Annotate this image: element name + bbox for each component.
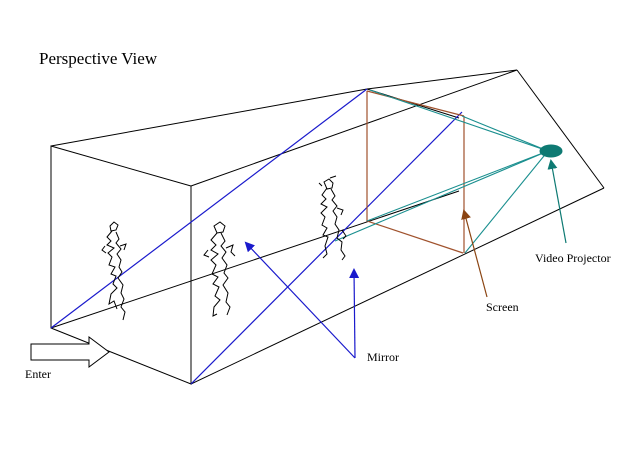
walking-person-figure xyxy=(203,221,236,317)
mirror-label: Mirror xyxy=(367,350,399,364)
video-projector-icon xyxy=(539,144,563,158)
enter-arrow-icon xyxy=(30,336,110,368)
box-top-back-edge xyxy=(50,88,368,147)
enter-label: Enter xyxy=(25,367,51,381)
projector-beams xyxy=(334,89,549,254)
mirror-lines xyxy=(50,88,463,385)
box-back-top-edge xyxy=(366,69,518,90)
box-top-front-edge xyxy=(190,69,518,187)
screen-callout-arrow xyxy=(461,209,488,298)
walking-person-figure xyxy=(101,221,127,321)
walking-person-figure xyxy=(318,175,347,261)
video-projector-label: Video Projector xyxy=(535,251,611,265)
corridor-box xyxy=(50,69,605,385)
mirror-callout-arrows xyxy=(244,241,360,359)
box-back-right-edge xyxy=(516,69,605,189)
page-title: Perspective View xyxy=(39,49,158,68)
screen-label: Screen xyxy=(486,300,519,314)
projector-callout-arrow xyxy=(547,159,567,244)
box-floor-back-edge xyxy=(50,190,460,329)
box-bottom-front-edge xyxy=(190,187,605,385)
